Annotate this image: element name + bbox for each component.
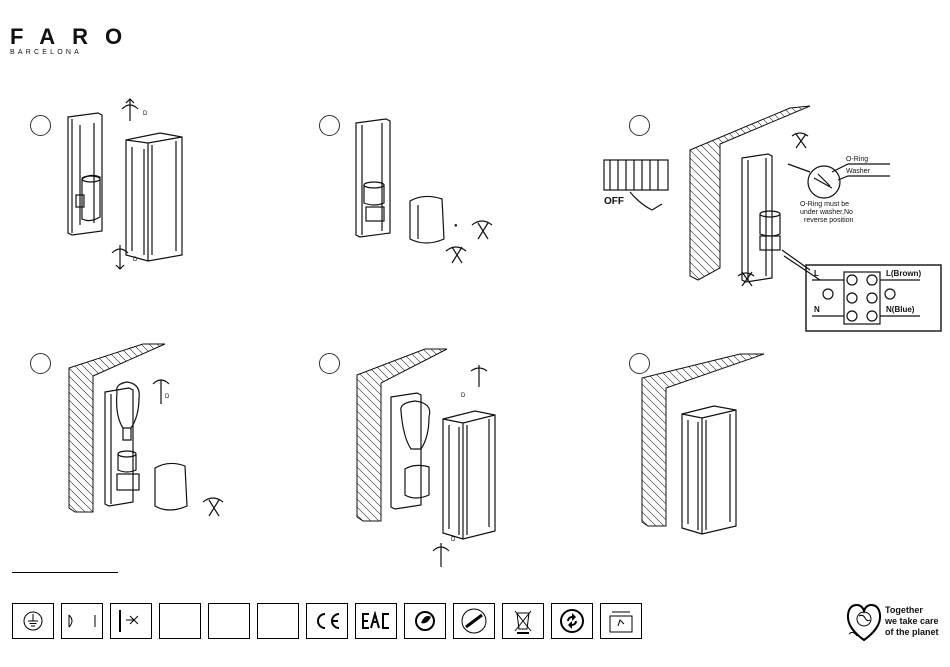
eac-mark-icon	[355, 603, 397, 639]
svg-text:D: D	[143, 111, 148, 117]
step-2-illustration: ●	[352, 115, 502, 270]
step-4-illustration: D	[65, 340, 250, 530]
terminal-l-left: L	[814, 269, 819, 278]
tagline-line-2: we take care	[885, 616, 939, 627]
led-icon	[453, 603, 495, 639]
green-dot-icon	[551, 603, 593, 639]
svg-text:D: D	[451, 537, 456, 543]
step-3-illustration: OFF O-Ring Washer O-Ring must be under w…	[600, 100, 945, 335]
blank-icon-2	[208, 603, 250, 639]
brand-city: BARCELONA	[10, 49, 139, 56]
svg-text:D: D	[133, 257, 138, 263]
blank-icon-3	[257, 603, 299, 639]
step-1-illustration: D D	[60, 95, 200, 275]
step-4-marker	[30, 353, 51, 374]
note-line-1: O-Ring must be	[800, 201, 849, 208]
planet-tagline: Together we take care of the planet	[845, 602, 945, 644]
tagline-line-1: Together	[885, 605, 939, 616]
terminal-l-right: L(Brown)	[886, 269, 921, 278]
step-1-marker	[30, 115, 51, 136]
earth-ground-icon	[12, 603, 54, 639]
recycle-leaf-icon	[404, 603, 446, 639]
recycle-bin-icon	[600, 603, 642, 639]
weee-bin-icon	[502, 603, 544, 639]
ce-mark-icon	[306, 603, 348, 639]
tagline-line-3: of the planet	[885, 627, 939, 638]
step-6-illustration	[640, 350, 770, 535]
svg-text:●: ●	[454, 223, 458, 229]
heart-globe-icon	[845, 602, 883, 644]
note-line-3: reverse position	[804, 217, 854, 224]
svg-text:D: D	[165, 394, 170, 400]
brand-name: FARO	[10, 26, 139, 48]
terminal-n-right: N(Blue)	[886, 305, 915, 314]
note-line-2: under washer,No	[800, 209, 853, 216]
class-symbol-icon	[61, 603, 103, 639]
ip-distance-icon	[110, 603, 152, 639]
brand-logo: FARO BARCELONA	[10, 26, 139, 56]
washer-label: Washer	[846, 168, 871, 175]
blank-icon-1	[159, 603, 201, 639]
oring-label: O-Ring	[846, 156, 868, 163]
terminal-n-left: N	[814, 305, 820, 314]
svg-text:D: D	[461, 393, 466, 399]
step-5-illustration: D D	[355, 345, 535, 570]
step-2-marker	[319, 115, 340, 136]
footer-divider	[12, 572, 118, 573]
off-label: OFF	[604, 196, 624, 207]
step-5-marker	[319, 353, 340, 374]
